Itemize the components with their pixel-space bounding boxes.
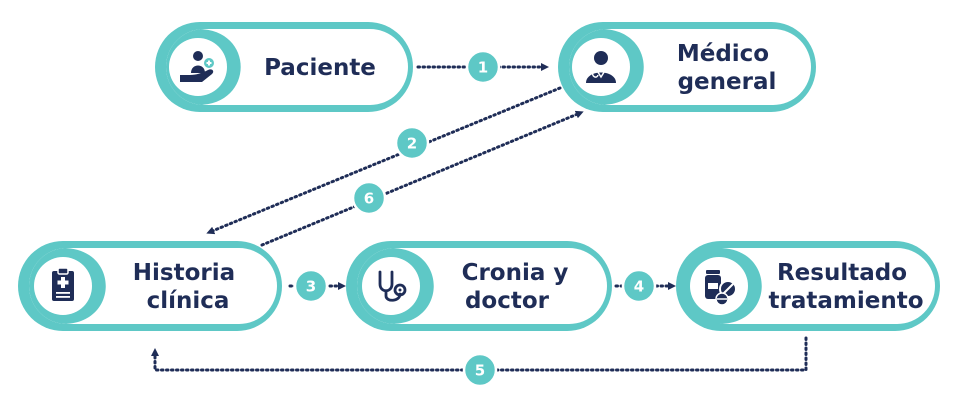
- step-badge-6: 6: [351, 180, 387, 216]
- svg-text:6: 6: [364, 190, 374, 208]
- step-badge-4: 4: [621, 268, 657, 304]
- node-cronia: Cronia y doctor: [346, 241, 612, 331]
- stethoscope-icon: [378, 270, 407, 302]
- step-badge-2: 2: [394, 125, 430, 161]
- clipboard-medical-icon: [52, 267, 74, 301]
- step-badge-1: 1: [465, 49, 501, 85]
- arrow-6: [260, 110, 584, 247]
- step-badge-5: 5: [462, 352, 498, 388]
- node-label-historia: Historia clínica: [133, 260, 243, 314]
- svg-text:5: 5: [475, 362, 485, 380]
- svg-text:1: 1: [478, 59, 488, 77]
- patient-hand-icon: [180, 51, 214, 82]
- svg-text:2: 2: [407, 135, 417, 153]
- node-medico: Médico general: [558, 22, 816, 112]
- svg-text:3: 3: [306, 278, 316, 296]
- medicine-pills-icon: [705, 270, 737, 306]
- svg-text:4: 4: [634, 278, 644, 296]
- node-label-cronia: Cronia y doctor: [462, 260, 577, 314]
- node-resultado: Resultado tratamiento: [676, 241, 940, 331]
- node-historia: Historia clínica: [18, 241, 282, 331]
- node-label-resultado: Resultado tratamiento: [769, 260, 924, 314]
- doctor-icon: [586, 51, 616, 83]
- node-paciente: Paciente: [155, 22, 413, 112]
- node-label-medico: Médico general: [677, 41, 777, 95]
- arrow-2: [206, 86, 562, 235]
- step-badge-3: 3: [293, 268, 329, 304]
- node-label-paciente: Paciente: [264, 55, 376, 81]
- step-badges: 1 2 6 3 4 5: [293, 49, 657, 388]
